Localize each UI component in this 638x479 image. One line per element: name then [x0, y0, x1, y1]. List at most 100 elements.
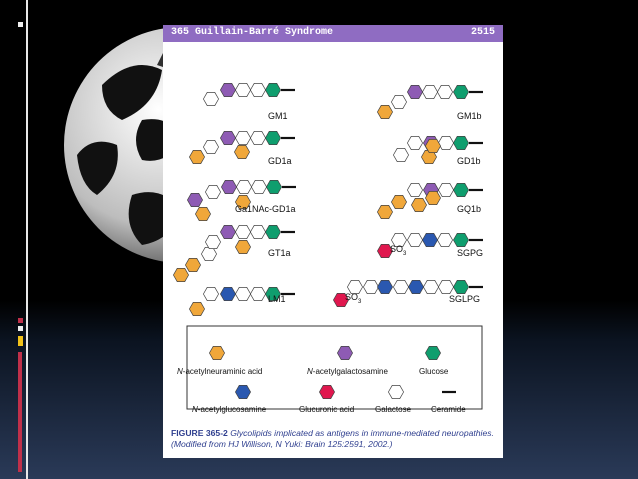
banner-page-number: 2515 — [470, 27, 495, 38]
legend-glucose-hex — [424, 346, 442, 360]
gt1a-galactose-hex-2 — [200, 247, 218, 261]
figure-caption: FIGURE 365-2 Glycolipids implicated as a… — [171, 428, 501, 450]
gm1b-galactose-hex-1 — [390, 95, 408, 109]
gd1a-galactose-hex-1 — [202, 140, 220, 154]
legend-glcnac-hex — [234, 385, 252, 399]
glycolipid-diagram: GM1 GM1b GD1a GD1b Ga1NAc-GD1a GQ1b GT1a… — [172, 83, 483, 414]
gm1b-galnac-hex-2 — [406, 85, 424, 99]
gd1b-galactose-hex-1 — [406, 136, 424, 150]
ga1nac-galnac-hex-0 — [186, 193, 204, 207]
sglpg-galactose-hex-7 — [437, 280, 455, 294]
gq1b-neu5ac-hex-1 — [390, 195, 408, 209]
gm1-galactose-hex-2 — [234, 83, 252, 97]
legend-galnac-hex — [336, 346, 354, 360]
gq1b-galactose-hex-2 — [406, 183, 424, 197]
label-gm1b: GM1b — [457, 111, 482, 121]
sglpg-glcnac-hex-5 — [407, 280, 425, 294]
label-gt1a: GT1a — [268, 248, 291, 258]
label-sgpg: SGPG — [457, 248, 483, 258]
gm1-glucose-hex-4 — [264, 83, 282, 97]
gq1b-glucose-hex-5 — [452, 183, 470, 197]
gq1b-galactose-hex-4 — [437, 183, 455, 197]
legend-label-neu5ac: N-acetylneuraminic acid — [177, 367, 262, 376]
sglpg-galactose-hex-6 — [422, 280, 440, 294]
caption-figure-label: FIGURE 365-2 — [171, 428, 228, 438]
gm1b-galactose-hex-3 — [421, 85, 439, 99]
caption-source: (Modified from HJ Willison, N Yuki: Brai… — [171, 439, 393, 449]
label-gd1b: GD1b — [457, 156, 481, 166]
gm1-galactose-hex-0 — [202, 92, 220, 106]
ga1nac-neu5ac-hex-1 — [194, 207, 212, 221]
gd1a-galnac-hex-2 — [219, 131, 237, 145]
gd1b-neu5ac-hex-6 — [424, 139, 442, 153]
sglpg-galactose-hex-2 — [362, 280, 380, 294]
ga1nac-glucose-hex-6 — [265, 180, 283, 194]
sglpg-glucose-hex-8 — [452, 280, 470, 294]
ga1nac-galactose-hex-2 — [204, 185, 222, 199]
sgpg-glca-hex-0 — [376, 244, 394, 258]
ga1nac-galactose-hex-5 — [250, 180, 268, 194]
gt1a-galactose-hex-6 — [249, 225, 267, 239]
gt1a-neu5ac-hex-8 — [234, 240, 252, 254]
gq1b-neu5ac-hex-7 — [424, 191, 442, 205]
gd1a-neu5ac-hex-0 — [188, 150, 206, 164]
gd1b-glucose-hex-4 — [452, 136, 470, 150]
lm1-glucose-hex-5 — [264, 287, 282, 301]
legend-label-glucose: Glucose — [419, 367, 449, 376]
deco-square-white-2 — [18, 326, 23, 331]
label-gm1: GM1 — [268, 111, 288, 121]
sgpg-galactose-hex-1 — [390, 233, 408, 247]
sgpg-glcnac-hex-3 — [421, 233, 439, 247]
sgpg-glucose-hex-5 — [452, 233, 470, 247]
legend-symbols — [208, 346, 456, 399]
legend-label-glca: Glucuronic acid — [299, 405, 354, 414]
caption-text: Glycolipids implicated as antigens in im… — [230, 428, 494, 438]
legend-box — [186, 325, 483, 410]
lm1-galactose-hex-1 — [202, 287, 220, 301]
legend-label-galactose: Galactose — [375, 405, 412, 414]
gq1b-neu5ac-hex-6 — [410, 198, 428, 212]
label-gq1b: GQ1b — [457, 204, 481, 214]
figure-panel: 365 Guillain-Barré Syndrome 2515 GM1 GM1… — [163, 25, 503, 458]
legend-label-glcnac: N-acetylglucosamine — [192, 405, 267, 414]
lm1-neu5ac-hex-0 — [188, 302, 206, 316]
legend-label-ceramide: Ceramide — [431, 405, 466, 414]
slide-left-rule — [26, 0, 28, 479]
ga1nac-neu5ac-hex-7 — [234, 195, 252, 209]
sgpg-galactose-hex-2 — [406, 233, 424, 247]
sglpg-galactose-hex-1 — [346, 280, 364, 294]
label-lm1: LM1 — [268, 294, 286, 304]
deco-square-white — [18, 22, 23, 27]
gt1a-glucose-hex-7 — [264, 225, 282, 239]
gd1a-glucose-hex-5 — [264, 131, 282, 145]
so3-label-sglpg: SO3 — [345, 292, 362, 305]
legend-label-galnac: N-acetylgalactosamine — [307, 367, 388, 376]
legend-glca-hex — [318, 385, 336, 399]
gt1a-neu5ac-hex-1 — [184, 258, 202, 272]
gm1b-galactose-hex-4 — [436, 85, 454, 99]
sglpg-glca-hex-0 — [332, 293, 350, 307]
gt1a-galnac-hex-4 — [219, 225, 237, 239]
figure-banner: 365 Guillain-Barré Syndrome 2515 — [163, 25, 503, 42]
label-gd1a: GD1a — [268, 156, 292, 166]
legend-galactose-hex — [387, 385, 405, 399]
gm1b-neu5ac-hex-0 — [376, 105, 394, 119]
legend-neu5ac-hex — [208, 346, 226, 360]
label-sglpg: SGLPG — [449, 294, 480, 304]
deco-square-red-2 — [18, 352, 22, 472]
gt1a-galactose-hex-5 — [234, 225, 252, 239]
gm1-galactose-hex-3 — [249, 83, 267, 97]
gd1b-galactose-hex-3 — [437, 136, 455, 150]
gd1a-galactose-hex-4 — [249, 131, 267, 145]
lm1-galactose-hex-3 — [234, 287, 252, 301]
sgpg-galactose-hex-4 — [436, 233, 454, 247]
lm1-glcnac-hex-2 — [219, 287, 237, 301]
gt1a-neu5ac-hex-0 — [172, 268, 190, 282]
lm1-galactose-hex-4 — [249, 287, 267, 301]
ga1nac-galnac-hex-3 — [220, 180, 238, 194]
glycolipid-structures — [172, 83, 483, 316]
deco-square-yellow — [18, 336, 23, 346]
so3-label-sgpg: SO3 — [390, 244, 407, 257]
gm1-galnac-hex-1 — [219, 83, 237, 97]
sglpg-galactose-hex-4 — [392, 280, 410, 294]
